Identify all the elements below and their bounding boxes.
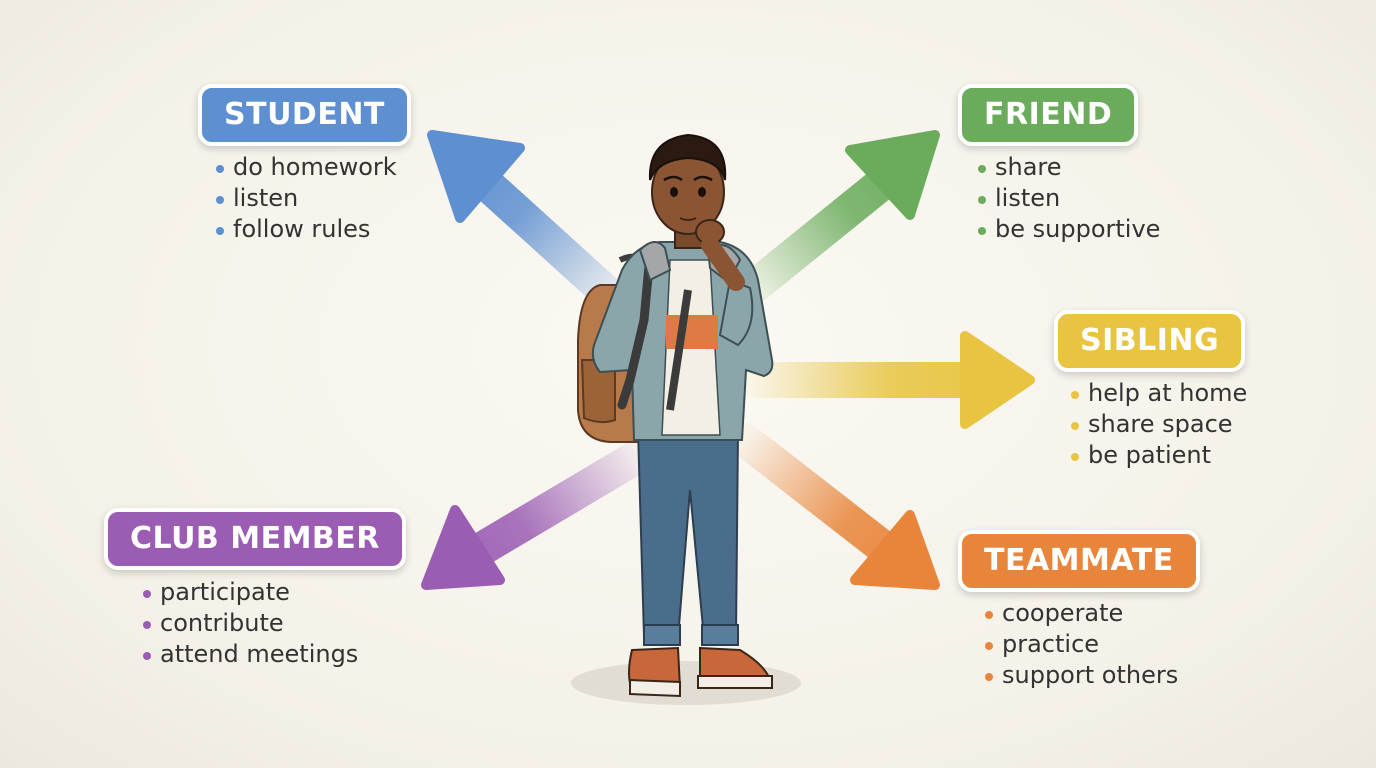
list-item: do homework [213,152,397,183]
role-list-friend: share listen be supportive [975,152,1160,245]
list-item: follow rules [213,214,397,245]
arrow-club-member [421,438,657,590]
arrow-friend [733,130,940,307]
list-item: be patient [1068,440,1247,471]
list-item: attend meetings [140,639,358,670]
list-item: be supportive [975,214,1160,245]
arrow-teammate [728,423,940,590]
list-item: share [975,152,1160,183]
list-item: listen [213,183,397,214]
role-title-sibling: SIBLING [1054,310,1246,372]
role-list-teammate: cooperate practice support others [982,598,1178,691]
list-item: participate [140,577,358,608]
sneakers-icon [628,646,773,698]
arrow-sibling [737,331,1035,429]
role-list-student: do homework listen follow rules [213,152,397,245]
role-title-friend: FRIEND [958,84,1139,146]
arrow-student [427,130,632,317]
list-item: cooperate [982,598,1178,629]
role-title-teammate: TEAMMATE [958,530,1200,592]
jeans [636,429,740,640]
list-item: help at home [1068,378,1247,409]
role-list-club-member: participate contribute attend meetings [140,577,358,670]
hair [648,133,727,181]
list-item: support others [982,660,1178,691]
list-item: practice [982,629,1178,660]
list-item: contribute [140,608,358,639]
role-title-club-member: CLUB MEMBER [104,508,406,570]
role-list-sibling: help at home share space be patient [1068,378,1247,471]
student-figure-illustration [571,133,801,705]
list-item: share space [1068,409,1247,440]
list-item: listen [975,183,1160,214]
role-title-student: STUDENT [198,84,411,146]
